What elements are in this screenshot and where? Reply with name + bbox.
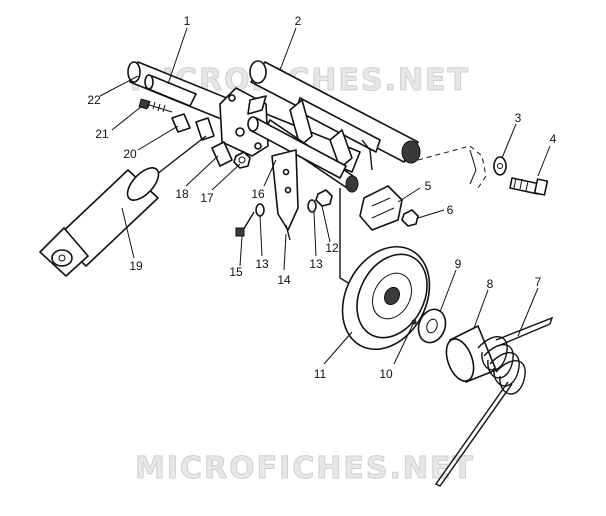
part-15-screw — [235, 211, 255, 237]
callout-11: 11 — [314, 367, 327, 381]
callout-17: 17 — [200, 191, 214, 205]
callout-7: 7 — [535, 275, 542, 289]
center-shaft — [247, 116, 347, 179]
part-2-crossbar — [249, 60, 421, 164]
part-7-spring — [434, 316, 554, 487]
callout-6: 6 — [447, 203, 454, 217]
callout-4: 4 — [550, 132, 557, 146]
part-11-idler-wheel — [341, 245, 431, 351]
part-6-nut — [401, 209, 419, 227]
callout-9: 9 — [455, 257, 462, 271]
callout-18: 18 — [175, 187, 189, 201]
watermark-bottom: MICROFICHES.NET — [135, 451, 475, 486]
part-3-washer — [493, 156, 507, 176]
part-13-washer-left — [255, 203, 265, 217]
part-20-bushing — [171, 113, 215, 141]
part-14-arm — [271, 149, 299, 241]
callout-2: 2 — [295, 14, 302, 28]
part-21-bolt — [138, 98, 173, 113]
callout-15: 15 — [229, 265, 243, 279]
part-5-block — [359, 185, 403, 231]
callout-13-right: 13 — [309, 257, 323, 271]
part-4-bolt — [509, 177, 549, 196]
leader-lines — [99, 27, 551, 365]
callout-1: 1 — [184, 14, 191, 28]
callout-20: 20 — [123, 147, 137, 161]
mount-plate — [219, 87, 269, 157]
callout-12: 12 — [325, 241, 339, 255]
callout-8: 8 — [487, 277, 494, 291]
callout-3: 3 — [515, 111, 522, 125]
part-18-bushing — [211, 141, 233, 167]
part-8-spacer — [445, 325, 497, 383]
callout-10: 10 — [379, 367, 393, 381]
part-19-shock-absorber — [39, 135, 207, 277]
callout-labels: 1 2 3 4 5 6 7 8 9 10 11 12 13 13 14 15 1… — [87, 14, 556, 381]
callout-21: 21 — [95, 127, 109, 141]
callout-13-left: 13 — [255, 257, 269, 271]
callout-14: 14 — [277, 273, 291, 287]
callout-5: 5 — [425, 179, 432, 193]
part-9-washer — [417, 308, 447, 344]
part-12-nut — [315, 189, 333, 207]
part-22-tube — [144, 74, 197, 107]
callout-22: 22 — [87, 93, 101, 107]
part-17-nut — [233, 151, 251, 169]
part-13-washer-right — [307, 199, 317, 213]
bracket-outline-dashed — [417, 145, 487, 189]
callout-19: 19 — [129, 259, 143, 273]
callout-16: 16 — [251, 187, 265, 201]
